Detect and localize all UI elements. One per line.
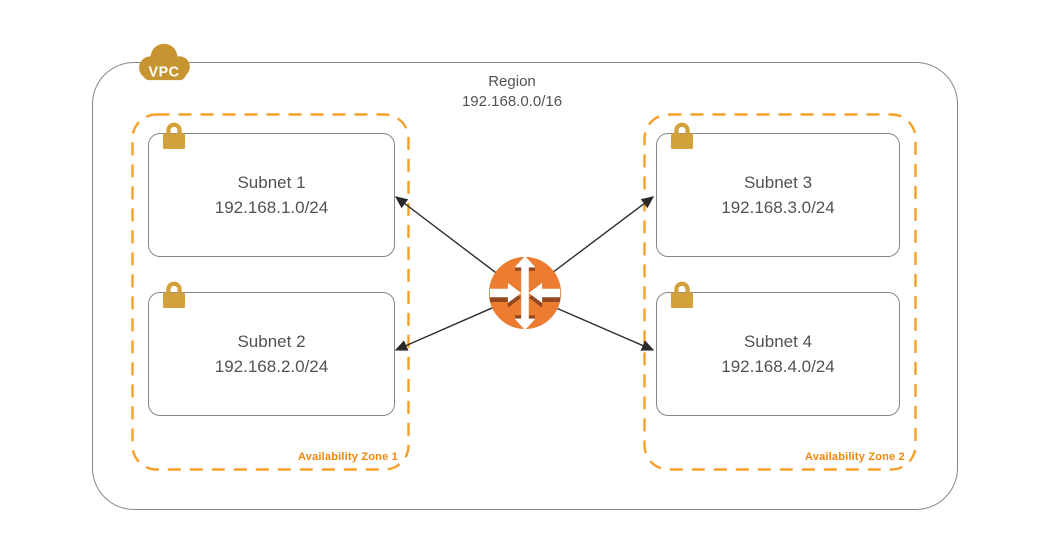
- region-cidr: 192.168.0.0/16: [461, 93, 563, 110]
- subnet-3-name: Subnet 3: [743, 173, 813, 192]
- subnet-2-name: Subnet 2: [237, 332, 306, 351]
- az1-label: Availability Zone 1: [298, 451, 398, 463]
- subnet-3-box: Subnet 3 192.168.3.0/24: [656, 122, 900, 257]
- lock-icon: [670, 281, 694, 309]
- subnet-1-name: Subnet 1: [237, 173, 306, 192]
- vpc-cloud-icon: VPC: [139, 43, 190, 80]
- az2-label: Availability Zone 2: [805, 451, 905, 463]
- subnet-2-box: Subnet 2 192.168.2.0/24: [148, 281, 395, 416]
- region-label: Region 192.168.0.0/16: [312, 72, 712, 112]
- lock-icon: [162, 281, 186, 309]
- availability-zone-1: Subnet 1 192.168.1.0/24 Subnet 2 192.168…: [131, 113, 410, 471]
- vpc-cloud-label: VPC: [149, 64, 180, 80]
- availability-zone-2: Subnet 3 192.168.3.0/24 Subnet 4 192.168…: [643, 113, 917, 471]
- subnet-3-cidr: 192.168.3.0/24: [721, 198, 835, 217]
- subnet-4-box: Subnet 4 192.168.4.0/24: [656, 281, 900, 416]
- subnet-1-box: Subnet 1 192.168.1.0/24: [148, 122, 395, 257]
- lock-icon: [670, 122, 694, 150]
- region-title: Region: [488, 73, 536, 90]
- subnet-2-cidr: 192.168.2.0/24: [214, 357, 329, 376]
- subnet-4-name: Subnet 4: [743, 332, 813, 351]
- lock-icon: [162, 122, 186, 150]
- subnet-1-cidr: 192.168.1.0/24: [214, 198, 329, 217]
- subnet-4-cidr: 192.168.4.0/24: [721, 357, 835, 376]
- vpc-router-icon: [488, 255, 562, 331]
